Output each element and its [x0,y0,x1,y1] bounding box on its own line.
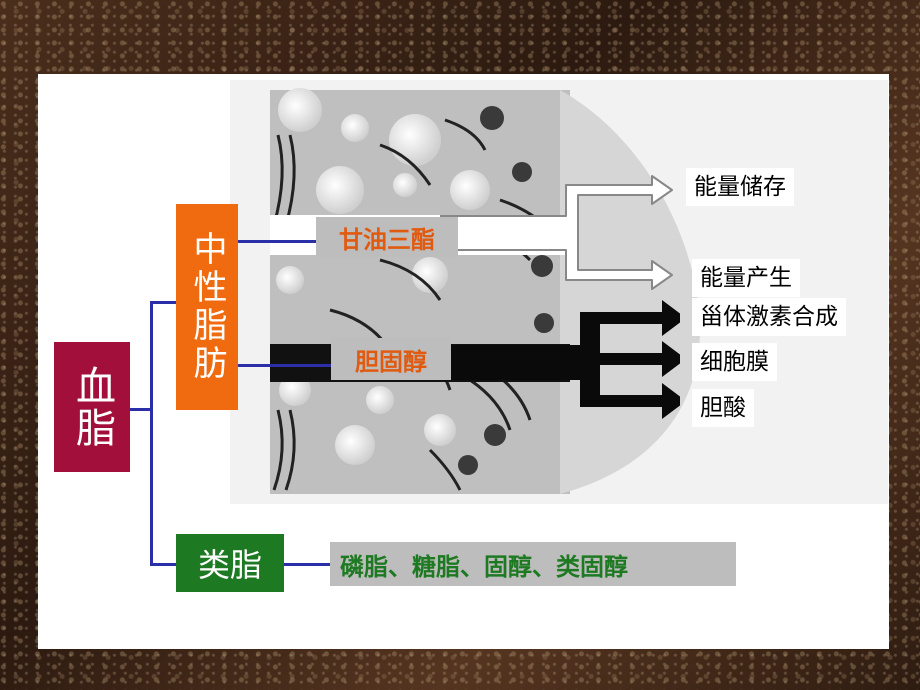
function-label-bile-acid: 胆酸 [692,389,754,427]
function-label-energy-storage: 能量储存 [686,168,794,206]
lipoid-connector [150,563,178,566]
triglyceride-label: 甘油三酯 [316,217,458,257]
cholesterol-label: 胆固醇 [331,338,451,380]
lipoid-members-label: 磷脂、糖脂、固醇、类固醇 [330,542,736,586]
triglyceride-connector [238,240,318,243]
lipoid-box: 类脂 [176,534,284,592]
neutral-fat-box: 中性脂肪 [176,204,238,410]
lipoid-members-connector [284,563,332,566]
blood-lipid-connector [130,408,152,411]
neutral-fat-connector [150,301,178,304]
flow-arrows [440,175,680,419]
function-label-steroid-synthesis: 甾体激素合成 [692,298,846,336]
blood-lipid-box: 血脂 [54,342,130,472]
function-label-cell-membrane: 细胞膜 [692,343,777,381]
function-label-energy-production: 能量产生 [692,259,800,297]
main-connector-vertical [150,301,153,566]
cholesterol-solid-arrows [440,300,680,419]
triglyceride-hollow-arrows [440,175,673,290]
cholesterol-connector [238,364,333,367]
